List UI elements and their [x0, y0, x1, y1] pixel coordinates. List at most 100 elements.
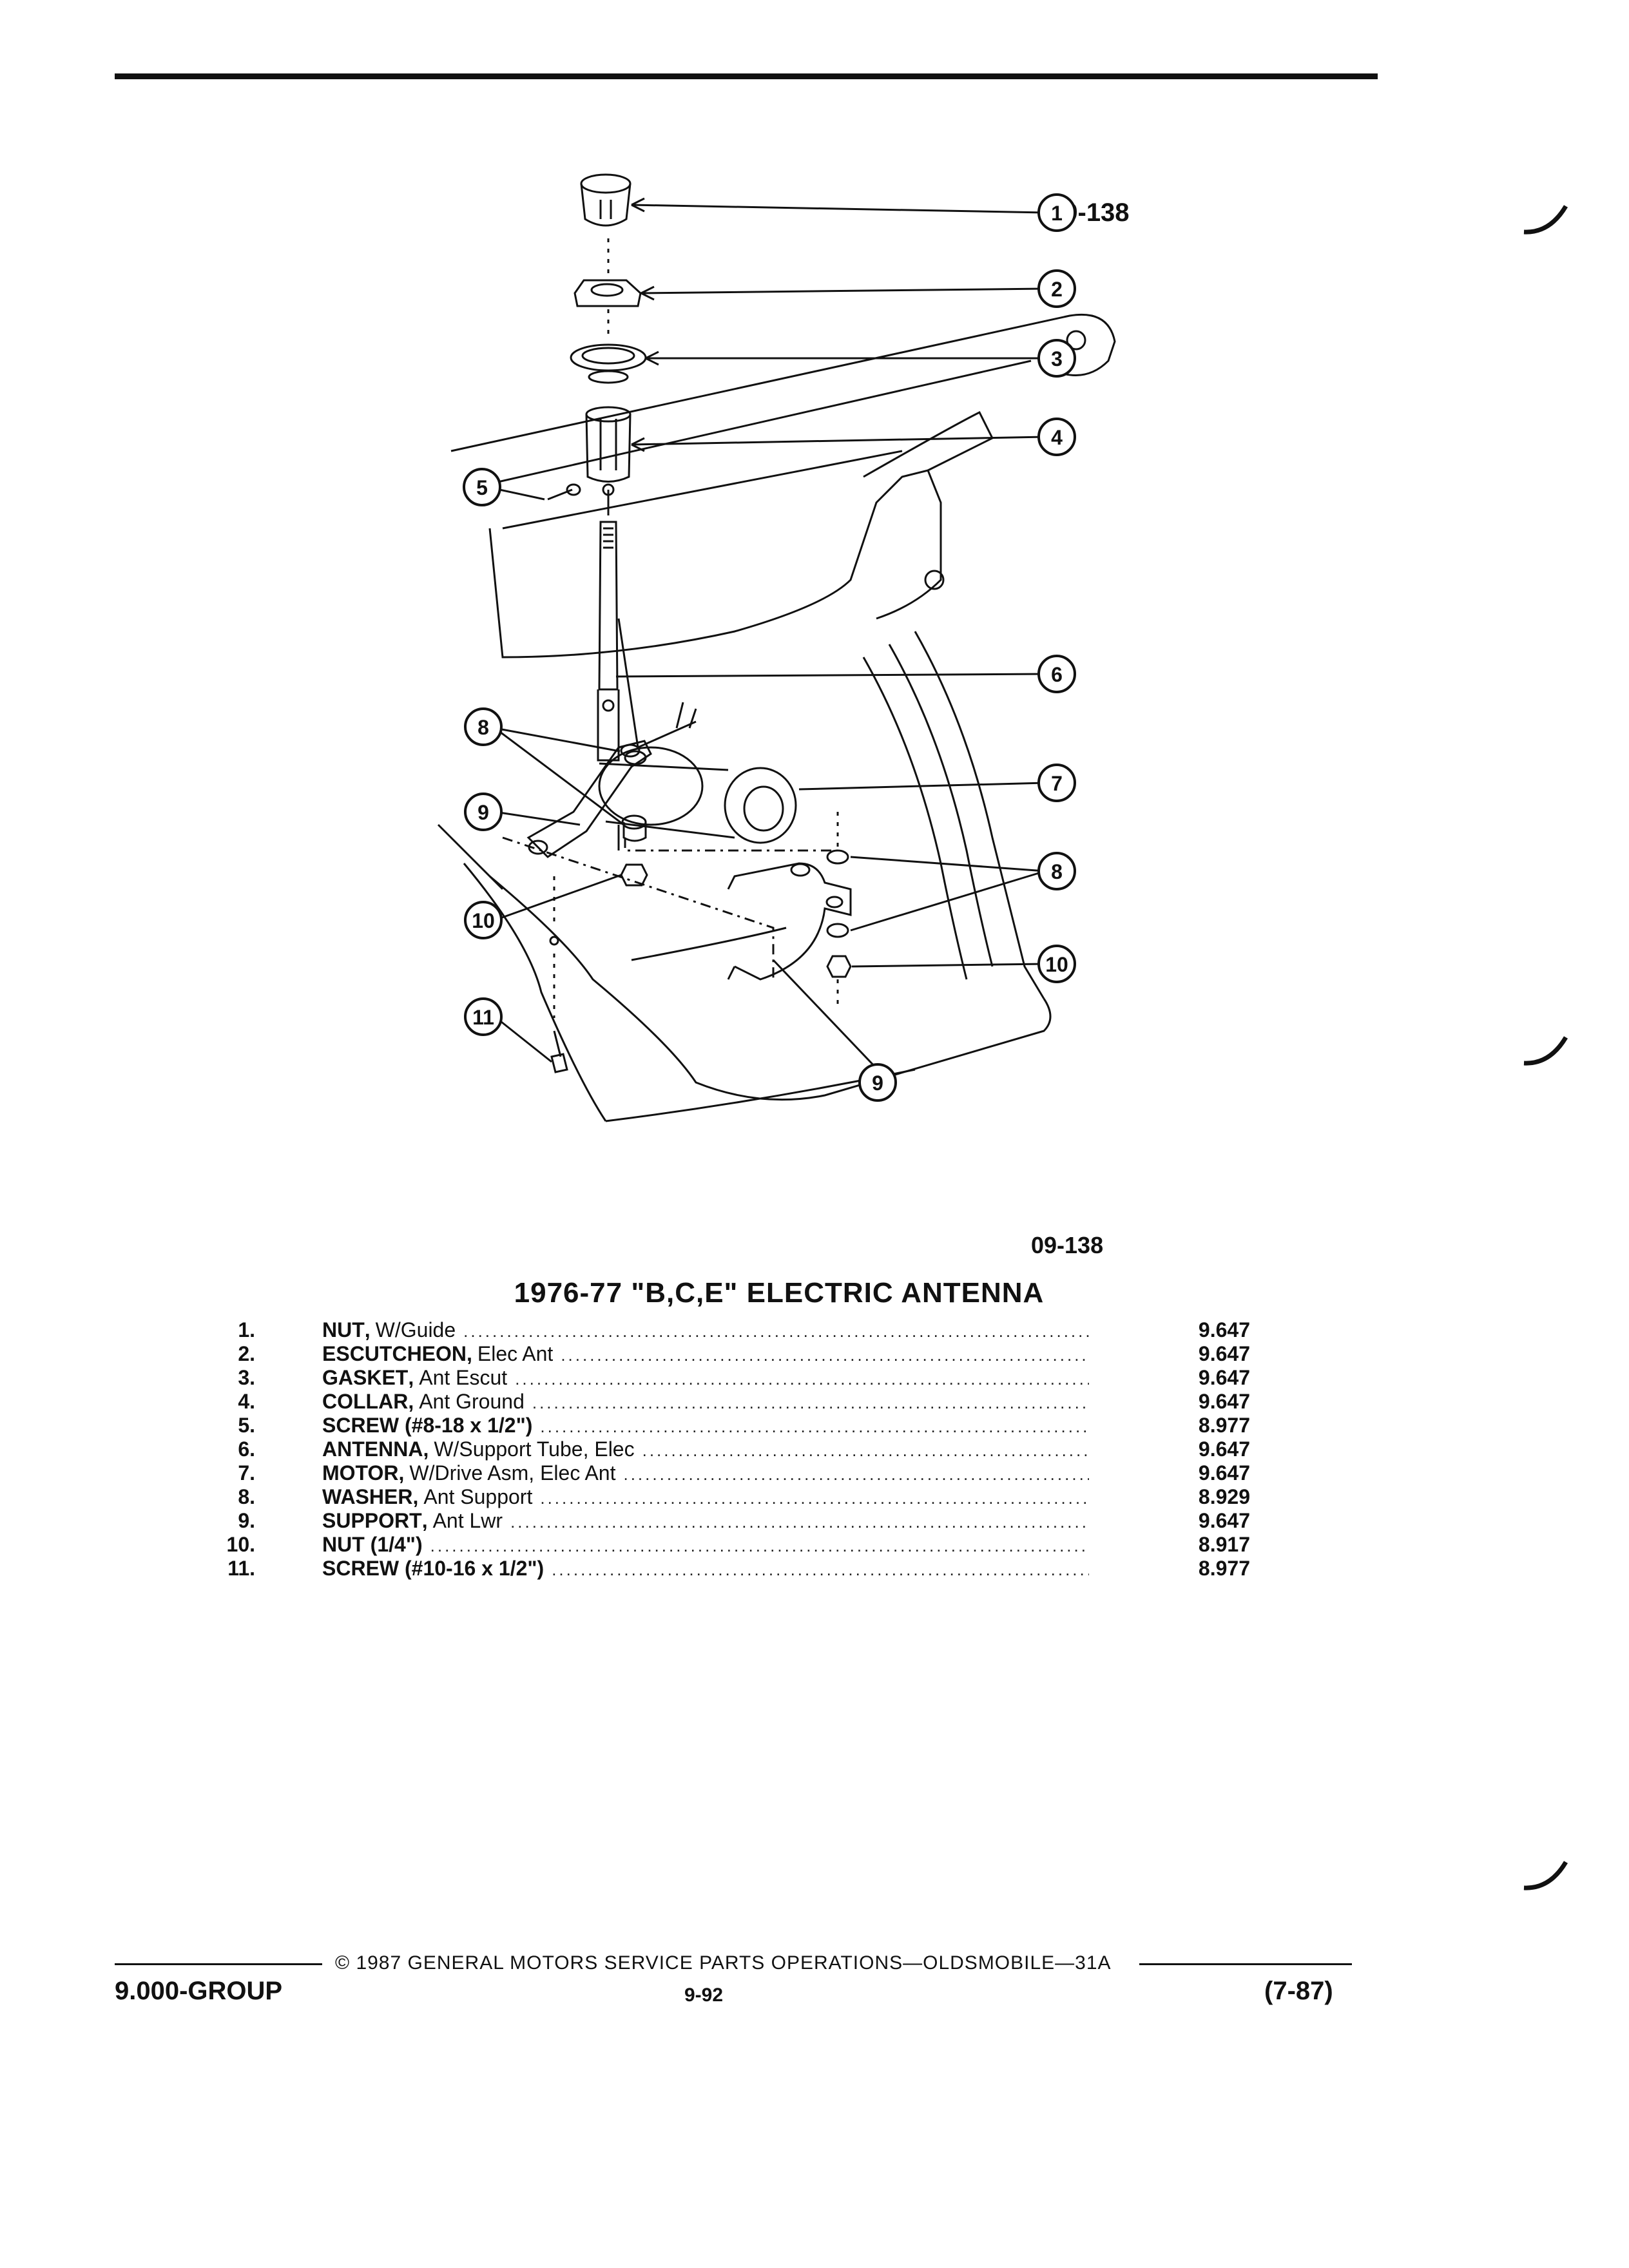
part-detail: Ant Escut — [419, 1366, 508, 1389]
part-description: ESCUTCHEON,Elec Ant.....................… — [322, 1342, 1089, 1366]
part-number: 4. — [238, 1390, 255, 1413]
lower-panel — [437, 823, 1052, 1122]
dot-leader: ........................................… — [510, 1512, 1089, 1532]
parts-row: 8. WASHER,Ant Support....................… — [193, 1485, 1250, 1509]
part-description: SCREW (#10-16 x 1/2")...................… — [322, 1557, 1089, 1581]
part-description: SCREW (#8-18 x 1/2")....................… — [322, 1414, 1089, 1437]
dot-leader: ........................................… — [623, 1465, 1089, 1484]
parts-row: 10. NUT (1/4")...........................… — [193, 1533, 1250, 1557]
group-number: 9.647 — [1198, 1509, 1250, 1532]
callout-number: 2 — [1051, 278, 1063, 301]
antenna-motor — [598, 702, 797, 850]
page-title: 1976-77 "B,C,E" ELECTRIC ANTENNA — [0, 1277, 1629, 1309]
screw-5 — [547, 483, 581, 501]
callout-circle — [463, 468, 501, 506]
part-detail: W/Drive Asm, Elec Ant — [409, 1461, 616, 1485]
dot-leader: ........................................… — [515, 1369, 1089, 1389]
part-number: 8. — [238, 1485, 255, 1508]
part-description: NUT (1/4")..............................… — [322, 1533, 1089, 1557]
right-support-bracket — [727, 812, 852, 1005]
part-comma: , — [364, 1318, 371, 1341]
footer-rule-left — [115, 1963, 322, 1965]
parts-row: 3.GASKET,Ant Escut......................… — [193, 1366, 1250, 1390]
parts-row: 4. COLLAR,Ant Ground.....................… — [193, 1390, 1250, 1414]
part-detail: Ant Lwr — [432, 1509, 503, 1532]
group-number: 8.929 — [1198, 1485, 1250, 1508]
part-comma: , — [412, 1485, 419, 1508]
callout-number: 9 — [477, 801, 489, 824]
part-comma: , — [421, 1509, 428, 1532]
binder-mark — [1523, 1036, 1568, 1066]
part-detail: W/Support Tube, Elec — [434, 1437, 635, 1461]
part-description: WASHER,Ant Support......................… — [322, 1485, 1089, 1509]
part-description: ANTENNA,W/Support Tube, Elec............… — [322, 1437, 1089, 1461]
binder-mark — [1523, 1861, 1568, 1890]
footer-page-number: 9-92 — [684, 1984, 724, 2006]
footer-date: (7-87) — [1264, 1977, 1333, 2005]
footer-copyright: © 1987 GENERAL MOTORS SERVICE PARTS OPER… — [335, 1952, 1112, 1974]
antenna-escutcheon — [574, 279, 642, 307]
part-detail: Ant Support — [423, 1485, 533, 1508]
footer-rule-right — [1139, 1963, 1352, 1965]
group-number: 9.647 — [1198, 1366, 1250, 1389]
callout-circle — [464, 901, 503, 939]
part-name: NUT (1/4") — [322, 1533, 423, 1556]
callout-circle — [1037, 339, 1076, 378]
callout-number: 9 — [872, 1072, 883, 1095]
dot-leader: ........................................… — [552, 1560, 1089, 1579]
part-description: GASKET,Ant Escut........................… — [322, 1366, 1089, 1390]
callout-number: 1 — [1051, 202, 1063, 225]
part-comma: , — [423, 1437, 429, 1461]
dot-leader: ........................................… — [540, 1488, 1089, 1508]
dot-leader: ........................................… — [540, 1417, 1089, 1436]
callout-circle — [1037, 945, 1076, 983]
part-name: GASKET — [322, 1366, 409, 1389]
part-comma: , — [467, 1342, 472, 1365]
part-description: COLLAR,Ant Ground.......................… — [322, 1390, 1089, 1414]
parts-row: 1. NUT,W/Guide...........................… — [193, 1318, 1250, 1342]
callout-number: 8 — [1051, 860, 1063, 883]
dot-leader: ........................................… — [642, 1441, 1089, 1460]
antenna-mast — [597, 238, 620, 762]
callout-circle — [1037, 852, 1076, 890]
parts-row: 7.MOTOR,W/Drive Asm, Elec Ant...........… — [193, 1461, 1250, 1485]
parts-row: 11. SCREW (#10-16 x 1/2")................… — [193, 1557, 1250, 1581]
part-number: 1. — [238, 1318, 255, 1341]
callout-circle — [1037, 269, 1076, 308]
title-text: 1976-77 "B,C,E" ELECTRIC ANTENNA — [514, 1277, 1045, 1309]
part-description: MOTOR,W/Drive Asm, Elec Ant.............… — [322, 1461, 1089, 1485]
callout-circle — [464, 707, 503, 746]
wheel-opening — [862, 631, 1045, 999]
group-number: 9.647 — [1198, 1342, 1250, 1365]
callout-number: 11 — [472, 1006, 494, 1029]
part-detail: Ant Ground — [419, 1390, 525, 1413]
part-number: 5. — [238, 1414, 255, 1437]
top-rule — [115, 73, 1378, 79]
part-name: SCREW (#8-18 x 1/2") — [322, 1414, 533, 1437]
dot-leader: ........................................… — [463, 1321, 1089, 1341]
group-number: 9.647 — [1198, 1318, 1250, 1341]
part-name: WASHER — [322, 1485, 413, 1508]
callout-number: 3 — [1051, 347, 1063, 370]
group-number: 9.647 — [1198, 1437, 1250, 1461]
parts-row: 2.ESCUTCHEON,Elec Ant...................… — [193, 1342, 1250, 1366]
part-number: 10. — [226, 1533, 255, 1556]
part-number: 11. — [227, 1557, 255, 1580]
figure-code-bottom: 09-138 — [1031, 1232, 1104, 1258]
parts-row: 6.ANTENNA,W/Support Tube, Elec..........… — [193, 1437, 1250, 1461]
callout-number: 6 — [1051, 663, 1063, 686]
assembly-guide-lines — [502, 836, 838, 979]
parts-row: 9.SUPPORT,Ant Lwr.......................… — [193, 1509, 1250, 1533]
callout-circle — [464, 997, 503, 1036]
callout-circle — [858, 1063, 897, 1102]
part-description: NUT,W/Guide.............................… — [322, 1318, 1089, 1342]
part-name: ANTENNA — [322, 1437, 423, 1461]
callout-number: 10 — [472, 909, 495, 932]
callout-circle — [1037, 193, 1076, 232]
part-name: SCREW (#10-16 x 1/2") — [322, 1557, 545, 1580]
callout-circle — [1037, 655, 1076, 693]
part-comma: , — [408, 1366, 414, 1389]
dot-leader: ........................................… — [532, 1393, 1089, 1412]
group-number: 8.977 — [1198, 1557, 1250, 1580]
